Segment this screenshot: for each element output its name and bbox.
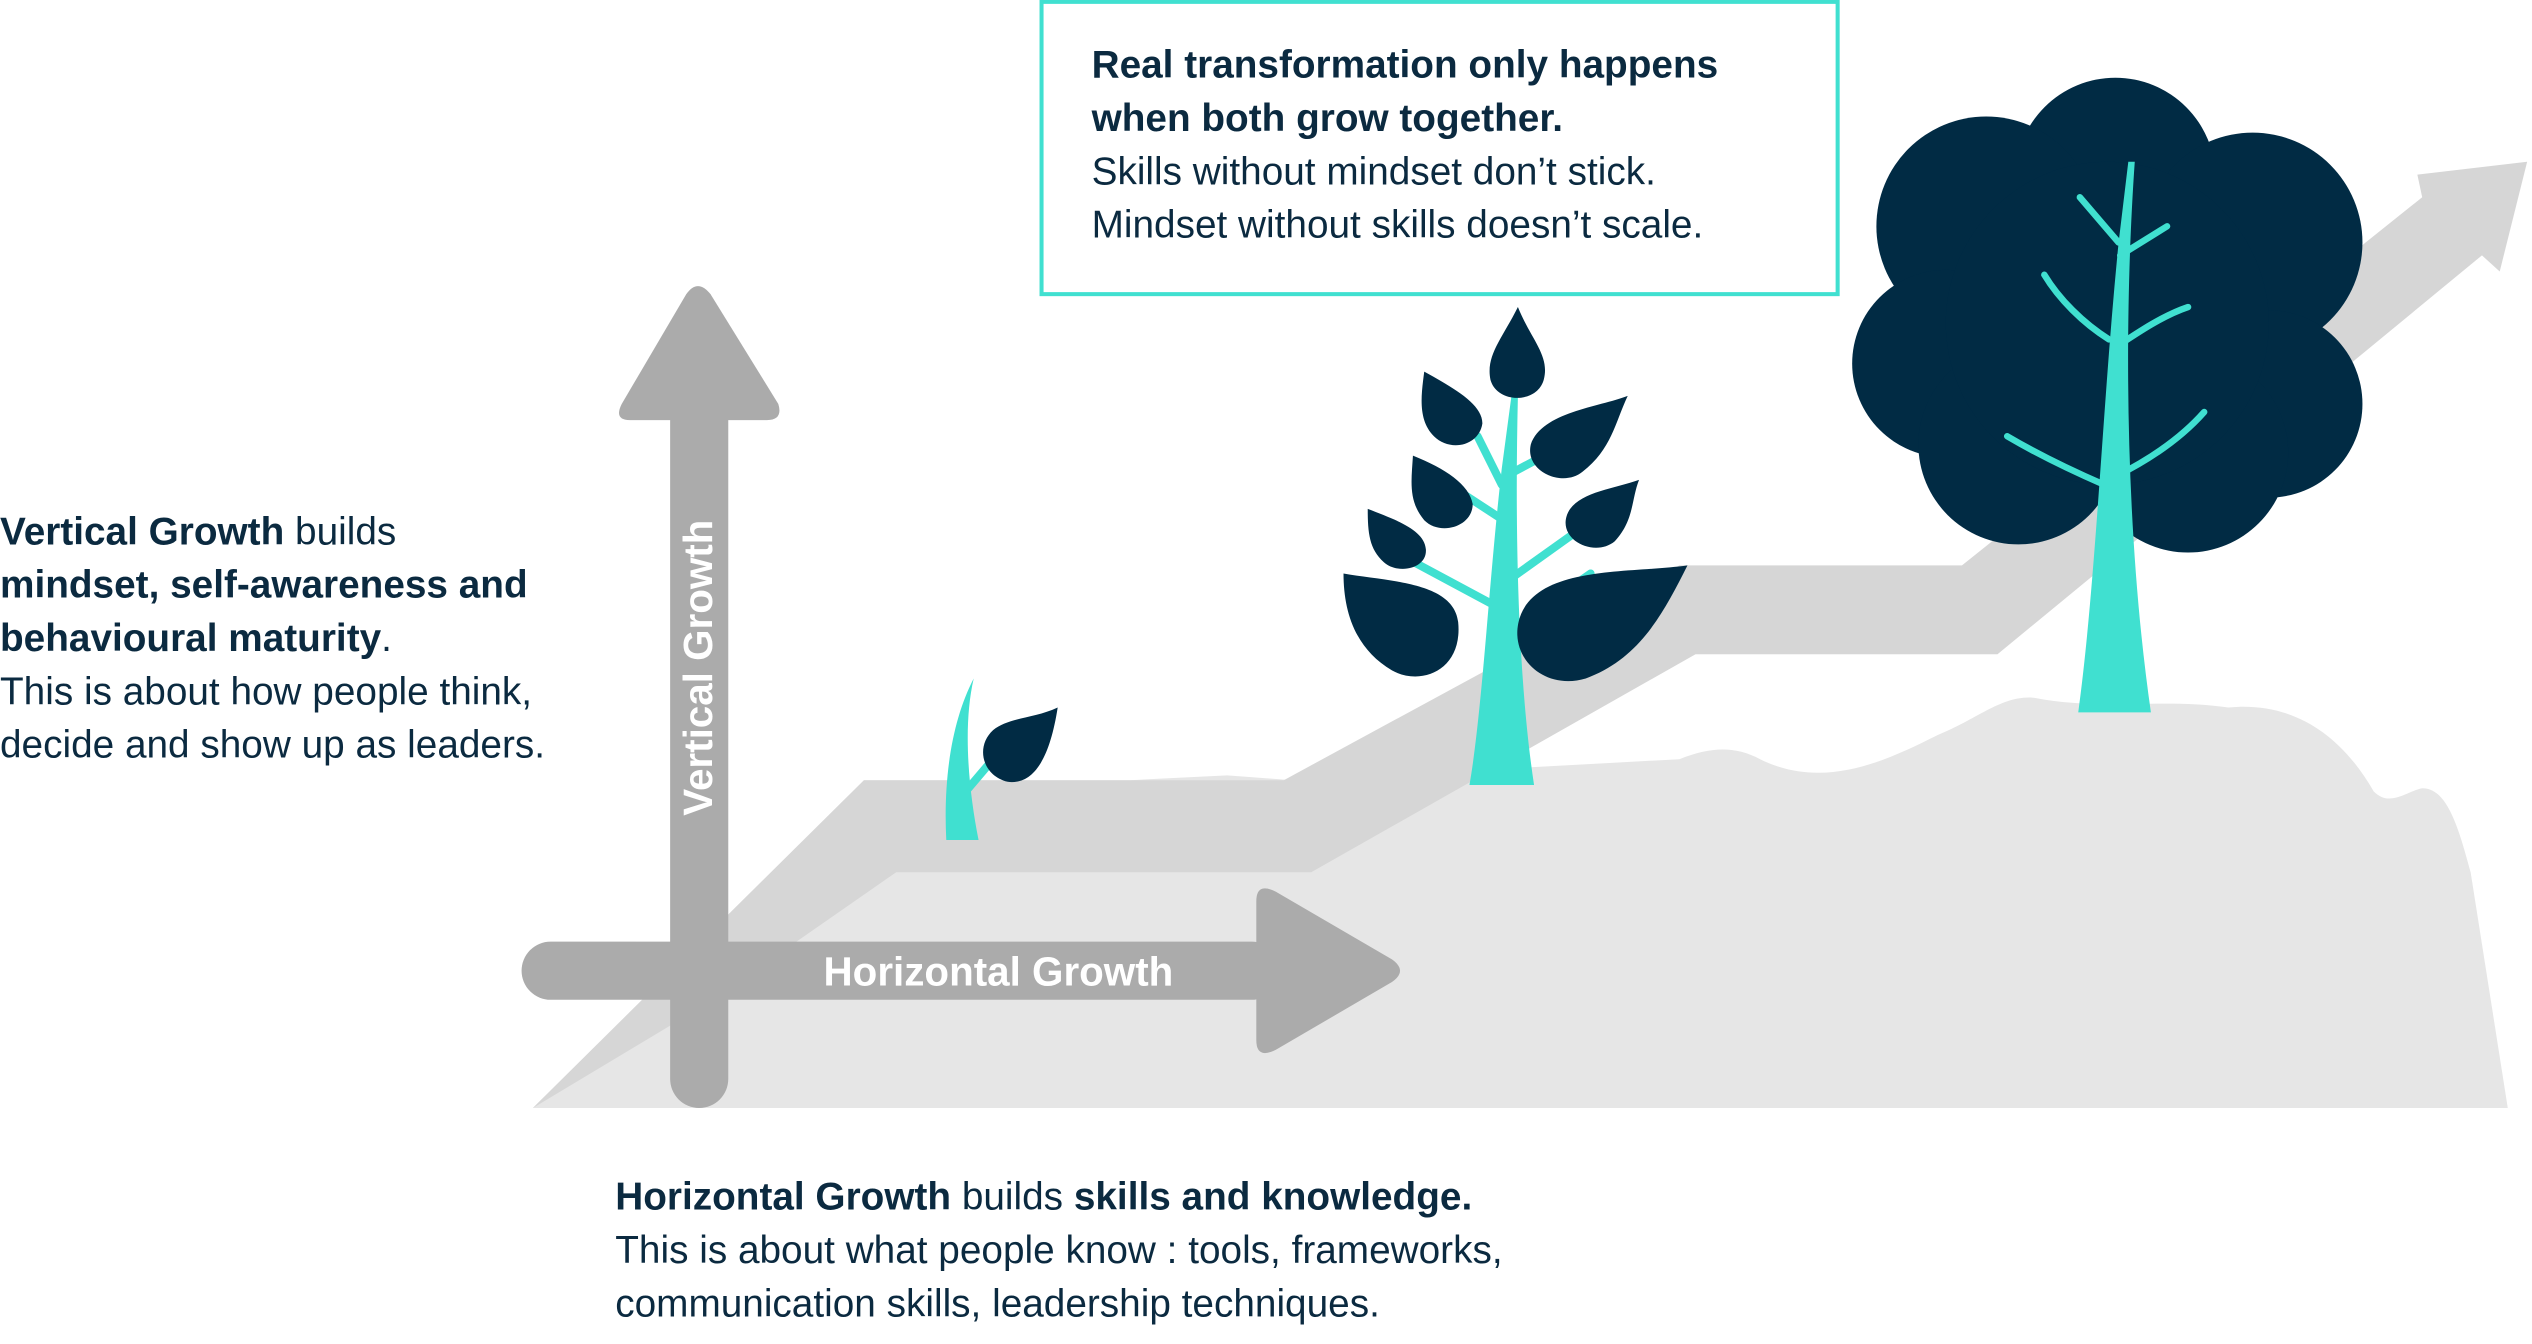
callout-heading-line-2: when both grow together.: [1091, 97, 1563, 140]
vertical-desc-bold: Vertical Growth: [0, 510, 284, 553]
vertical-growth-description: Vertical Growth builds mindset, self-awa…: [0, 510, 545, 766]
horizontal-desc-line-3: communication skills, leadership techniq…: [615, 1282, 1380, 1325]
mature-tree-icon: [1852, 77, 2363, 713]
sprout-icon: [945, 678, 1058, 840]
vertical-desc-text: builds: [284, 510, 396, 553]
callout-box: [1039, 0, 1840, 297]
horizontal-desc-mid: builds: [951, 1176, 1074, 1219]
vertical-desc-period: .: [381, 617, 392, 660]
growth-path-arrow: [532, 161, 2528, 1108]
vertical-arrow-label: Vertical Growth: [675, 520, 721, 816]
svg-text:Horizontal Growth builds skill: Horizontal Growth builds skills and know…: [615, 1176, 1472, 1219]
horizontal-desc-bold-2: skills and knowledge.: [1074, 1176, 1472, 1219]
vertical-desc-line-4: This is about how people think,: [0, 670, 532, 713]
vertical-desc-line-5: decide and show up as leaders.: [0, 724, 545, 767]
callout-line-3: Skills without mindset don’t stick.: [1092, 150, 1656, 193]
vertical-desc-line-2: mindset, self-awareness and: [0, 564, 528, 607]
svg-text:Vertical Growth builds: Vertical Growth builds: [0, 510, 396, 553]
horizontal-growth-description: Horizontal Growth builds skills and know…: [615, 1176, 1502, 1326]
horizontal-desc-bold: Horizontal Growth: [615, 1176, 951, 1219]
horizontal-desc-line-2: This is about what people know : tools, …: [615, 1229, 1502, 1272]
vertical-desc-bold-3: behavioural maturity: [0, 617, 382, 660]
young-tree-icon: [1343, 307, 1688, 786]
callout-line-4: Mindset without skills doesn’t scale.: [1092, 204, 1704, 247]
horizontal-arrow-label: Horizontal Growth: [824, 948, 1174, 994]
svg-text:behavioural maturity.: behavioural maturity.: [0, 617, 392, 660]
horizontal-growth-arrow: [521, 888, 1401, 1054]
callout-heading-line-1: Real transformation only happens: [1092, 44, 1719, 87]
vertical-growth-arrow: [619, 286, 780, 1108]
